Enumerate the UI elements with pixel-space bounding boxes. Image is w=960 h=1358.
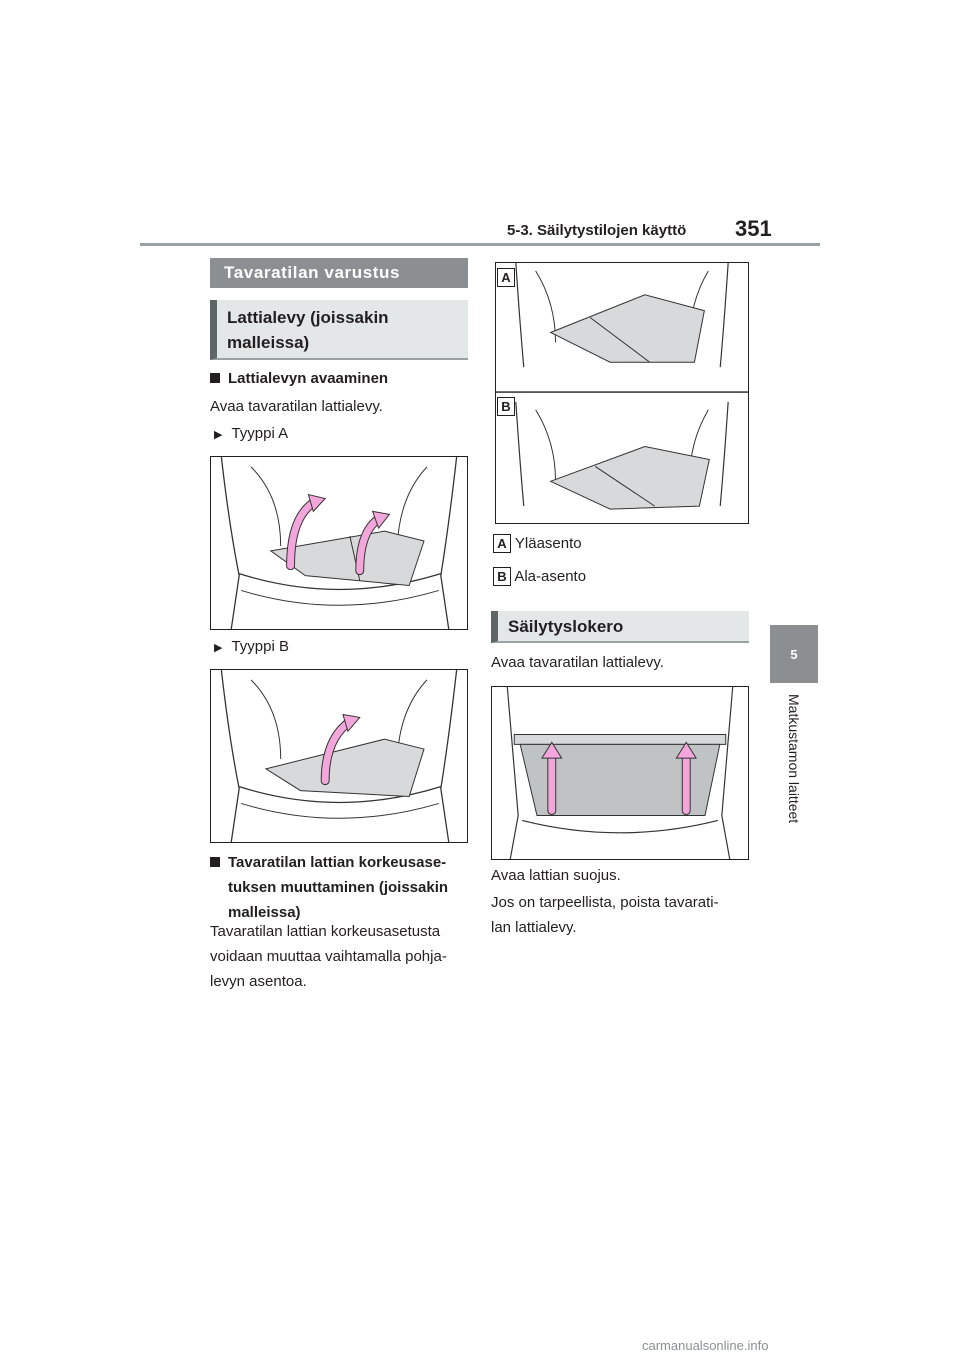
storage-text-3: Jos on tarpeellista, poista tavarati- la…: [491, 890, 719, 940]
item-opening-floor: Lattialevyn avaaminen: [210, 366, 388, 391]
label-b-marker: B: [497, 397, 515, 416]
legend-a-marker: A: [493, 534, 511, 553]
triangle-bullet-icon: ▶: [214, 429, 223, 441]
legend-a: A Yläasento: [493, 531, 582, 556]
type-b-label: ▶ Tyyppi B: [214, 634, 289, 661]
item-title: Lattialevyn avaaminen: [228, 370, 389, 387]
item-floor-height: Tavaratilan lattian korkeusase- tuksen m…: [210, 850, 448, 925]
text-line: lan lattialevy.: [491, 919, 577, 936]
item-text: Avaa tavaratilan lattialevy.: [210, 398, 383, 415]
section-title: 5-3. Säilytystilojen käyttö: [507, 222, 687, 239]
storage-text-2: Avaa lattian suojus.: [491, 867, 621, 884]
watermark: carmanualsonline.info: [642, 1338, 769, 1353]
figure-height-positions: [495, 262, 749, 524]
legend-b: B Ala-asento: [493, 564, 586, 589]
bullet-square-icon: [210, 373, 220, 383]
item-text-block: Tavaratilan lattian korkeusasetusta void…: [210, 919, 447, 994]
type-a-text: Tyyppi A: [231, 425, 289, 442]
header-rule: [140, 243, 820, 246]
type-a-label: ▶ Tyyppi A: [214, 421, 288, 448]
label-a-marker: A: [497, 268, 515, 287]
triangle-bullet-icon: ▶: [214, 642, 223, 654]
section-heading: Tavaratilan varustus: [210, 258, 468, 288]
figure-storage: [491, 686, 749, 860]
subsection-heading: Lattialevy (joissakin malleissa): [210, 300, 468, 360]
figure-type-a: [210, 456, 468, 630]
page-number: 351: [735, 216, 772, 241]
type-b-text: Tyyppi B: [231, 638, 289, 655]
figure-type-b: [210, 669, 468, 843]
text-line: levyn asentoa.: [210, 973, 307, 990]
chapter-title: Matkustamon laitteet: [786, 694, 802, 824]
text-line: Jos on tarpeellista, poista tavarati-: [491, 894, 719, 911]
item-title-line2: tuksen muuttaminen (joissakin: [228, 879, 449, 896]
item-title: Tavaratilan lattian korkeusase-: [228, 854, 447, 871]
storage-text: Avaa tavaratilan lattialevy.: [491, 654, 664, 671]
item-title-line3: malleissa): [228, 904, 301, 921]
text-line: voidaan muuttaa vaihtamalla pohja-: [210, 948, 447, 965]
legend-b-text: Ala-asento: [514, 568, 587, 585]
chapter-tab[interactable]: 5: [770, 625, 818, 683]
legend-a-text: Yläasento: [514, 535, 582, 552]
bullet-square-icon: [210, 857, 220, 867]
legend-b-marker: B: [493, 567, 511, 586]
subsection-heading-storage: Säilytyslokero: [491, 611, 749, 643]
text-line: Tavaratilan lattian korkeusasetusta: [210, 923, 441, 940]
